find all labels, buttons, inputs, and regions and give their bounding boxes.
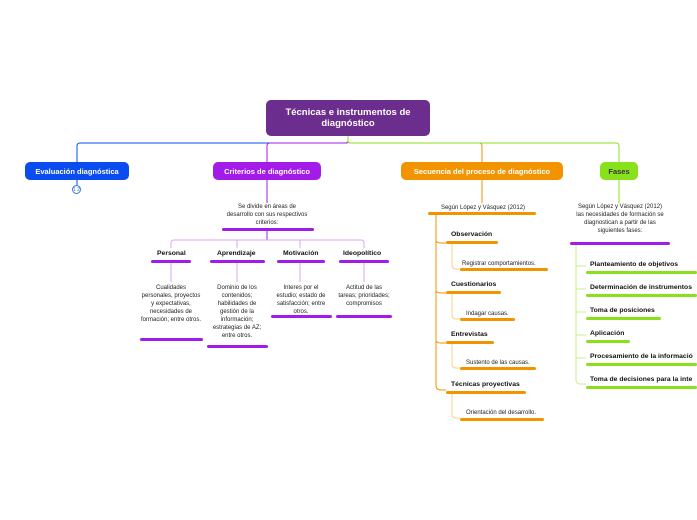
area-aprendizaje-underline	[210, 260, 265, 263]
secuencia-source-underline	[428, 212, 536, 215]
fase-item-underline	[586, 363, 697, 366]
branch-fases[interactable]: Fases	[600, 162, 638, 180]
step-entrevistas-detail-underline	[460, 367, 536, 370]
criterios-intro: Se divide en áreas de desarrollo con sus…	[226, 204, 308, 226]
area-aprendizaje-desc-underline	[207, 345, 268, 348]
area-ideopolitico-underline	[339, 260, 389, 263]
branch-criterios-diagnostico[interactable]: Criterios de diagnóstico	[213, 162, 321, 180]
area-motivacion-desc: Interes por el estudio; estado de satisf…	[276, 285, 326, 315]
area-personal-title[interactable]: Personal	[157, 250, 186, 257]
fase-item-underline	[586, 294, 697, 297]
fase-item-underline	[586, 340, 630, 343]
collapsed-count-badge[interactable]: 1 2	[72, 185, 81, 194]
step-tecnicas-proyectivas-detail: Orientación del desarrollo.	[466, 410, 537, 416]
criterios-intro-underline	[222, 228, 314, 231]
fase-item[interactable]: Planteamiento de objetivos	[590, 261, 679, 268]
fase-item[interactable]: Toma de decisiones para la inte	[590, 376, 693, 383]
fase-item[interactable]: Toma de posiciones	[590, 307, 655, 314]
area-ideopolitico-title[interactable]: Ideopolítico	[343, 250, 382, 257]
step-observacion-detail: Registrar comportamientos.	[462, 261, 536, 267]
step-observacion-detail-underline	[460, 268, 548, 271]
fase-item-underline	[586, 271, 697, 274]
fase-item[interactable]: Aplicación	[590, 330, 625, 337]
area-ideopolitico-desc: Actitud de las tareas; prioridades; comp…	[338, 285, 390, 307]
fase-item[interactable]: Determinación de instrumentos	[590, 284, 692, 291]
area-motivacion-title[interactable]: Motivación	[283, 250, 319, 257]
area-personal-underline	[151, 260, 191, 263]
step-entrevistas-detail: Sustento de las causas.	[466, 360, 530, 366]
step-entrevistas-title[interactable]: Entrevistas	[451, 331, 488, 338]
step-tecnicas-proyectivas-title[interactable]: Técnicas proyectivas	[451, 381, 520, 388]
area-personal-desc-underline	[140, 338, 203, 341]
fase-item-underline	[586, 317, 661, 320]
area-ideopolitico-desc-underline	[336, 315, 392, 318]
step-cuestionarios-detail-underline	[460, 318, 515, 321]
branch-secuencia-proceso[interactable]: Secuencia del proceso de diagnóstico	[401, 162, 563, 180]
area-motivacion-desc-underline	[271, 315, 332, 318]
area-motivacion-underline	[277, 260, 325, 263]
area-aprendizaje-desc: Dominio de los contenidos; habilidades d…	[212, 285, 262, 339]
step-tecnicas-proyectivas-detail-underline	[460, 418, 544, 421]
step-tecnicas-proyectivas-underline	[446, 391, 526, 394]
area-aprendizaje-title[interactable]: Aprendizaje	[217, 250, 256, 257]
fase-item[interactable]: Procesamiento de la informació	[590, 353, 693, 360]
fases-intro-underline	[570, 242, 670, 245]
step-cuestionarios-detail: Indagar causas.	[466, 311, 509, 317]
root-topic[interactable]: Técnicas e instrumentos de diagnóstico	[266, 100, 430, 136]
step-cuestionarios-underline	[446, 291, 501, 294]
fases-intro: Según López y Vásquez (2012) las necesid…	[576, 204, 664, 234]
secuencia-source: Según López y Vásquez (2012)	[440, 205, 526, 211]
step-cuestionarios-title[interactable]: Cuestionarios	[451, 281, 497, 288]
step-observacion-title[interactable]: Observación	[451, 231, 493, 238]
fase-item-underline	[586, 386, 697, 389]
step-entrevistas-underline	[446, 341, 494, 344]
area-personal-desc: Cualidades personales, proyectos y expec…	[140, 285, 202, 323]
branch-evaluacion-diagnostica[interactable]: Evaluación diagnóstica	[25, 162, 129, 180]
step-observacion-underline	[446, 241, 498, 244]
